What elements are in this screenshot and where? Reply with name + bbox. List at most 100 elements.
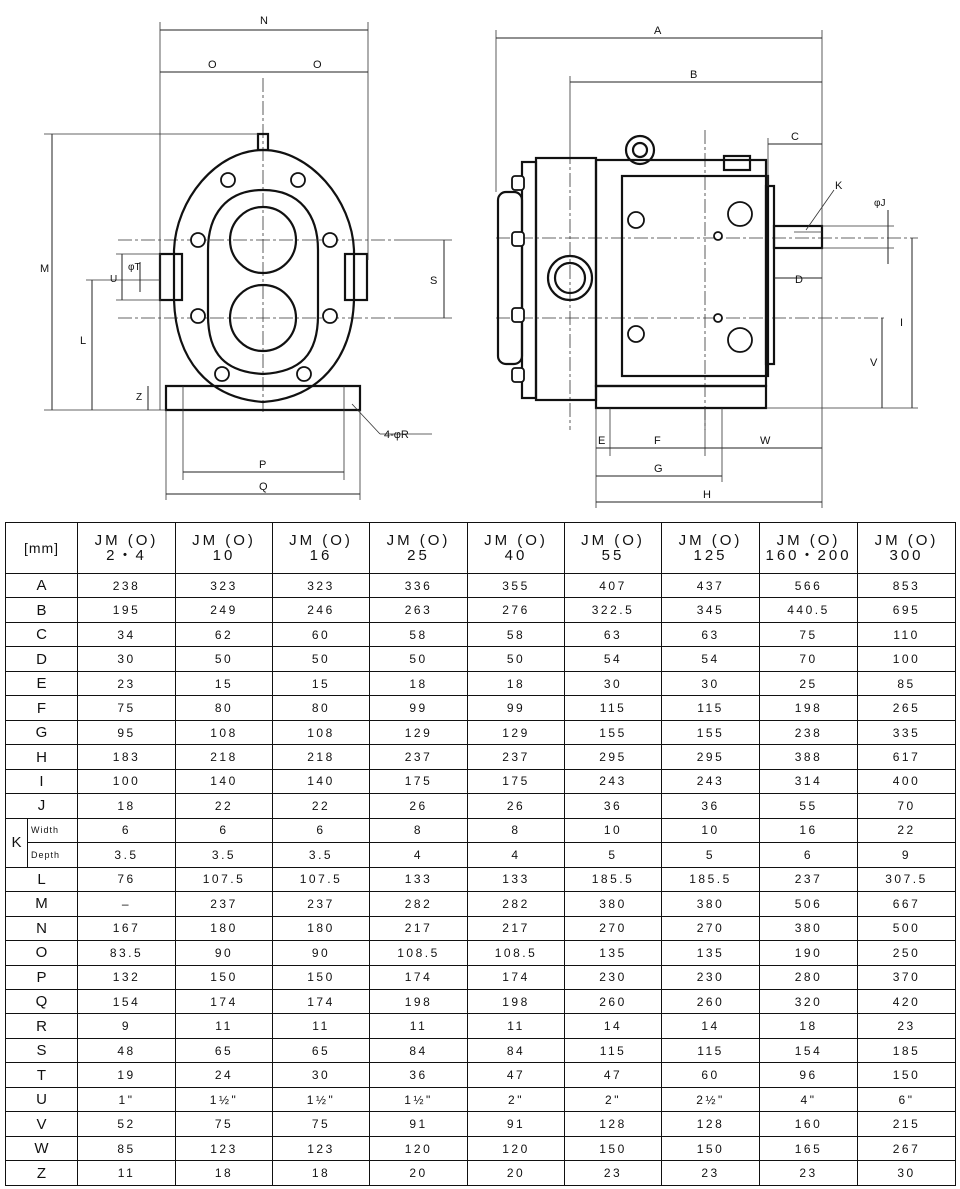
label-i: I: [900, 317, 903, 329]
table-cell: 8: [467, 817, 566, 844]
row-label: H: [4, 744, 79, 770]
table-cell: 91: [467, 1111, 566, 1137]
table-cell: 6: [272, 817, 371, 844]
table-cell: 6: [175, 817, 274, 844]
row-label: C: [4, 621, 79, 648]
table-cell: 280: [759, 964, 859, 990]
model-header-0: JM (O)2・4: [77, 522, 177, 574]
label-f: F: [654, 435, 661, 447]
model-line2: 300: [889, 547, 924, 564]
model-line1: JM (O): [386, 532, 451, 549]
table-cell: 47: [467, 1062, 566, 1088]
table-cell: 85: [857, 670, 957, 697]
table-cell: 150: [564, 1135, 663, 1162]
table-cell: 282: [369, 891, 469, 917]
model-header-5: JM (O)55: [564, 522, 663, 574]
row-label: P: [4, 964, 79, 990]
table-cell: 58: [369, 621, 469, 648]
table-cell: 18: [467, 670, 566, 697]
label-q: Q: [259, 481, 268, 493]
side-view: A B C K φJ D I V E F: [495, 25, 918, 508]
table-cell: 4: [467, 842, 566, 868]
table-cell: 75: [272, 1111, 371, 1137]
model-header-4: JM (O)40: [467, 522, 566, 574]
table-cell: 65: [175, 1037, 274, 1064]
table-cell: 217: [369, 915, 469, 942]
row-label: S: [4, 1037, 79, 1064]
table-cell: 243: [661, 768, 761, 795]
table-cell: 345: [661, 597, 761, 623]
label-a: A: [654, 25, 662, 37]
table-cell: 10: [564, 817, 663, 844]
table-cell: 217: [467, 915, 566, 942]
model-line1: JM (O): [581, 532, 645, 549]
row-label: A: [4, 572, 79, 599]
table-cell: 175: [467, 768, 566, 795]
table-cell: 380: [661, 891, 761, 917]
table-cell: 63: [564, 621, 663, 648]
table-cell: 237: [467, 744, 566, 770]
label-o-right: O: [313, 59, 322, 71]
table-cell: 52: [77, 1111, 177, 1137]
model-line2: 55: [601, 547, 625, 564]
model-line1: JM (O): [874, 532, 939, 549]
casing-bolts: [190, 172, 338, 382]
table-cell: 11: [272, 1013, 371, 1039]
table-cell: 100: [857, 646, 957, 672]
table-cell: 238: [759, 719, 859, 746]
table-cell: 70: [759, 646, 859, 672]
table-cell: 34: [77, 621, 177, 648]
table-cell: 115: [661, 695, 761, 721]
row-label: L: [4, 866, 79, 893]
table-cell: 249: [175, 597, 274, 623]
table-cell: 30: [77, 646, 177, 672]
model-line2: 125: [693, 547, 728, 564]
table-cell: 19: [77, 1062, 177, 1088]
model-line2: 25: [407, 547, 430, 564]
table-cell: 3.5: [77, 842, 177, 868]
table-cell: 270: [661, 915, 761, 942]
table-cell: 336: [369, 572, 469, 599]
table-cell: 63: [661, 621, 761, 648]
table-cell: 3.5: [272, 842, 371, 868]
model-line2: 2・4: [106, 547, 147, 564]
row-label: U: [4, 1086, 79, 1113]
table-cell: 48: [77, 1037, 177, 1064]
table-cell: 6: [759, 842, 859, 868]
table-cell: 250: [857, 940, 957, 966]
model-line1: JM (O): [776, 532, 841, 549]
table-cell: 150: [272, 964, 371, 990]
table-cell: 380: [759, 915, 859, 942]
row-sublabel: Depth: [26, 842, 79, 868]
table-cell: 80: [272, 695, 371, 721]
table-cell: 140: [175, 768, 274, 795]
table-cell: 128: [564, 1111, 663, 1137]
table-cell: 174: [467, 964, 566, 990]
table-cell: 4: [369, 842, 469, 868]
label-4-phi-r: 4-φR: [384, 429, 409, 441]
table-cell: 1": [77, 1086, 177, 1113]
model-header-6: JM (O)125: [661, 522, 761, 574]
table-cell: 10: [661, 817, 761, 844]
table-cell: 4": [759, 1086, 859, 1113]
table-cell: 11: [467, 1013, 566, 1039]
table-cell: 617: [857, 744, 957, 770]
table-cell: 323: [175, 572, 274, 599]
table-cell: 5: [661, 842, 761, 868]
table-cell: 58: [467, 621, 566, 648]
table-cell: 307.5: [857, 866, 957, 893]
label-g: G: [654, 463, 663, 475]
table-cell: 23: [77, 670, 177, 697]
label-l: L: [80, 335, 86, 347]
table-cell: 75: [759, 621, 859, 648]
table-cell: 60: [272, 621, 371, 648]
